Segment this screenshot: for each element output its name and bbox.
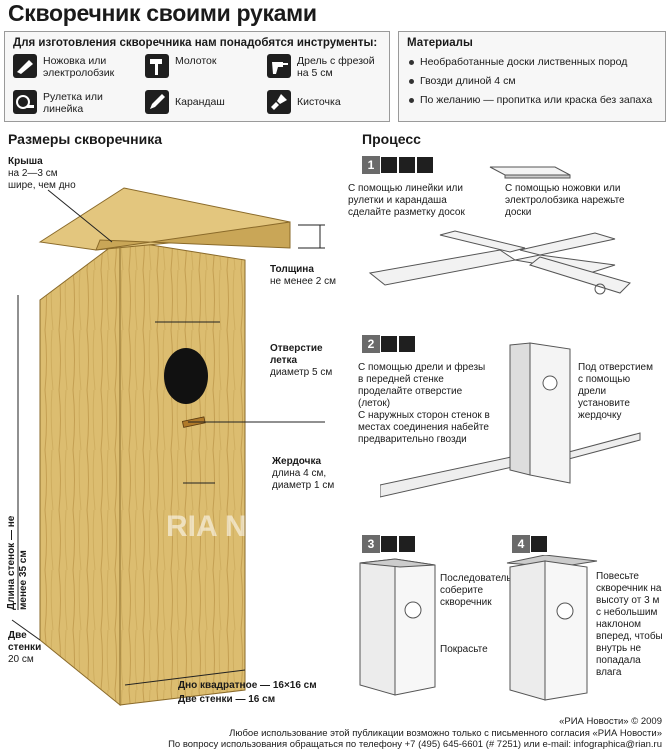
step-1-boards-drawing	[368, 166, 631, 295]
page-title: Скворечник своими руками	[8, 0, 317, 26]
two-walls-annotation: Две стенки 20 см	[8, 630, 42, 665]
hammer-icon	[145, 54, 169, 78]
hammer-icon	[398, 335, 416, 353]
step-1-text-a: С помощью линейки или рулетки и карандаш…	[348, 183, 465, 218]
tools-panel: Для изготовления скворечника нам понадоб…	[4, 31, 390, 122]
step-4-birdhouse-drawing	[506, 555, 598, 701]
tool-saw: Ножовка или электролобзик	[13, 54, 133, 79]
process-heading: Процесс	[362, 131, 421, 147]
pencil-icon	[398, 156, 416, 174]
watermark: RIA NOVOSTI	[166, 510, 360, 543]
materials-heading: Материалы	[407, 37, 473, 49]
tool-drill: Дрель с фрезой на 5 см	[267, 54, 385, 79]
step-3-birdhouse-drawing	[359, 558, 436, 696]
bottom-annotation: Дно квадратное — 16×16 см	[178, 680, 317, 691]
step-4-badge: 4	[512, 535, 548, 553]
hammer-icon	[530, 535, 548, 553]
step-2-text-b: С наружных сторон стенок в местах соедин…	[358, 410, 490, 445]
saw-icon	[416, 156, 434, 174]
tools-heading: Для изготовления скворечника нам понадоб…	[13, 37, 378, 49]
roof-annotation: Крыша на 2—3 см шире, чем дно	[8, 156, 76, 191]
step-1-text-b: С помощью ножовки или электролобзика нар…	[505, 183, 625, 218]
materials-panel: Материалы Необработанные доски лиственны…	[398, 31, 666, 122]
tool-tape: Рулетка или линейка	[13, 90, 133, 115]
saw-icon	[13, 54, 37, 78]
step-3-text-a: Последовательно соберите скворечник	[440, 573, 523, 608]
tape-measure-icon	[13, 90, 37, 114]
drill-icon	[380, 335, 398, 353]
two-walls-bottom-annotation: Две стенки — 16 см	[178, 694, 276, 705]
wall-length-annotation: Длина стенок — не менее 35 см	[6, 515, 29, 610]
entrance-hole	[164, 348, 208, 404]
step-4-text-a: Повесьте скворечник на высоту от 3 м с н…	[596, 571, 663, 678]
footer-line-1: Любое использование этой публикации возм…	[229, 728, 662, 739]
step-2-assembly-drawing	[380, 342, 641, 498]
footer-line-2: По вопросу использования обращаться по т…	[168, 739, 662, 750]
sizes-heading: Размеры скворечника	[8, 131, 162, 147]
material-item: Необработанные доски лиственных пород	[409, 56, 627, 68]
tool-hammer: Молоток	[145, 54, 216, 78]
perch-annotation: Жердочка длина 4 см, диаметр 1 см	[272, 456, 335, 491]
material-item: По желанию — пропитка или краска без зап…	[409, 94, 652, 106]
pencil-icon	[145, 90, 169, 114]
drill-icon	[267, 54, 291, 78]
footer-credit: «РИА Новости» © 2009	[559, 716, 662, 727]
hole-annotation: Отверстие летка диаметр 5 см	[270, 343, 333, 378]
step-2-text-c: Под отверстием с помощью дрели установит…	[578, 362, 653, 421]
step-1-badge: 1	[362, 156, 434, 174]
brush-icon	[267, 90, 291, 114]
hammer-icon	[380, 535, 398, 553]
thickness-annotation: Толщина не менее 2 см	[270, 264, 336, 287]
birdhouse-dimension-drawing: RIA NOVOSTI	[11, 187, 360, 707]
step-2-text-a: С помощью дрели и фрезы в передней стенк…	[358, 362, 486, 409]
step-3-badge: 3	[362, 535, 416, 553]
step-3-text-b: Покрасьте	[440, 644, 488, 655]
tool-pencil: Карандаш	[145, 90, 225, 114]
tape-measure-icon	[380, 156, 398, 174]
material-item: Гвозди длиной 4 см	[409, 75, 516, 87]
tool-brush: Кисточка	[267, 90, 341, 114]
brush-icon	[398, 535, 416, 553]
step-2-badge: 2	[362, 335, 416, 353]
